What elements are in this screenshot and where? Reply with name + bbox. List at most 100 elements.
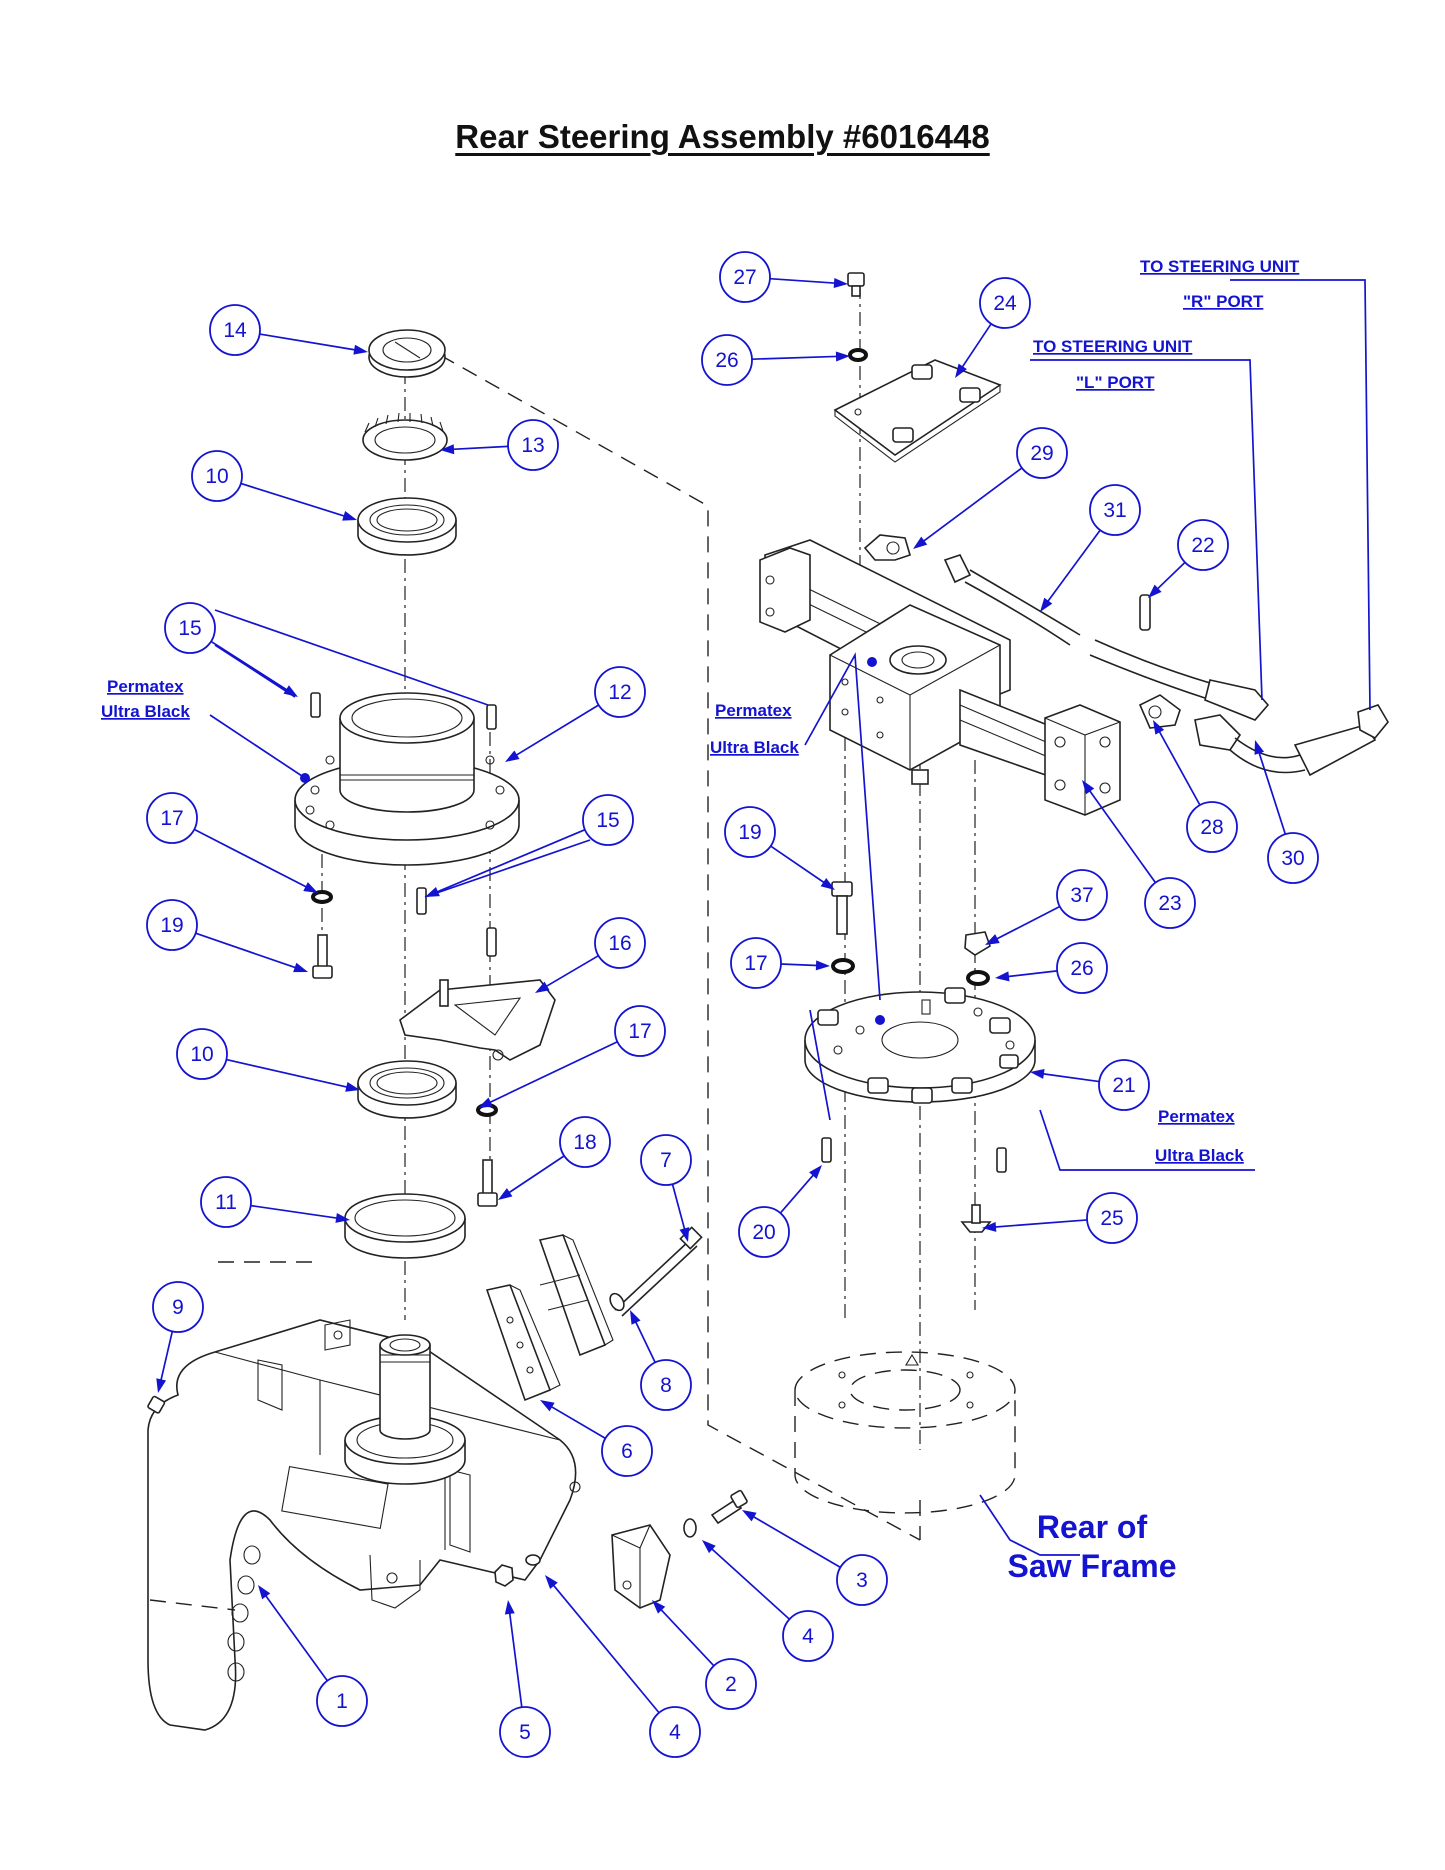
leader-line-c15a: [210, 640, 291, 693]
pointer-plate-part-16: [399, 979, 556, 1061]
callout-circle: [719, 251, 771, 303]
callout-c29: 29: [1016, 427, 1068, 479]
leader-line-c27: [769, 277, 839, 285]
callout-number: 37: [1070, 884, 1093, 907]
callout-circle: [191, 450, 243, 502]
callout-number: 13: [521, 434, 544, 457]
callout-c23: 23: [1144, 877, 1196, 929]
callout-c15b: 15: [582, 794, 634, 846]
grease-fitting-part-9: [147, 1395, 166, 1414]
callout-c17c: 17: [730, 937, 782, 989]
callout-circle: [1089, 484, 1141, 536]
leader-arrowhead-c7: [679, 1227, 690, 1242]
leader-arrowhead-c19b: [820, 877, 835, 890]
leader-line-c18: [505, 1155, 565, 1196]
page-title: Rear Steering Assembly #6016448: [455, 118, 990, 155]
callout-number: 26: [715, 349, 738, 372]
leader-arrowhead-c4a: [702, 1540, 716, 1554]
callout-circle: [594, 917, 646, 969]
leader-arrowhead-c20: [809, 1165, 822, 1179]
callout-c3: 3: [836, 1554, 888, 1606]
callout-number: 10: [205, 465, 228, 488]
callout-number: 9: [172, 1296, 184, 1319]
callout-number: 27: [733, 266, 756, 289]
callout-c10b: 10: [176, 1028, 228, 1080]
callout-circle: [1144, 877, 1196, 929]
callout-circle: [594, 666, 646, 718]
callout-circle: [499, 1706, 551, 1758]
callout-c4a: 4: [782, 1610, 834, 1662]
callout-circle: [782, 1610, 834, 1662]
callout-c18: 18: [559, 1116, 611, 1168]
callout-c15a: 15: [164, 602, 216, 654]
leader-line-c37: [993, 905, 1061, 942]
leader-line-c30: [1257, 749, 1287, 835]
leader-arrowhead-c15b: [425, 886, 440, 897]
leader-line-c23: [1087, 787, 1157, 884]
leader-line-c28: [1157, 728, 1201, 806]
callout-circle: [200, 1176, 252, 1228]
callout-circle: [1267, 832, 1319, 884]
callout-circle: [176, 1028, 228, 1080]
hose-fitting-part-30: [1194, 704, 1389, 777]
callout-circle: [614, 1005, 666, 1057]
leader-line-c19b: [770, 845, 828, 886]
flat-head-bolt-part-25: [960, 1204, 992, 1233]
callout-circle: [1016, 427, 1068, 479]
callout-circle: [146, 792, 198, 844]
callout-c21: 21: [1098, 1059, 1150, 1111]
leader-arrowhead-c10b: [345, 1082, 360, 1092]
callout-circle: [1056, 869, 1108, 921]
mounting-plate-part-21: [804, 987, 1036, 1104]
leader-arrowhead-c1: [258, 1585, 271, 1600]
leader-arrowhead-c17a: [303, 882, 318, 893]
callout-c10a: 10: [191, 450, 243, 502]
callout-number: 6: [621, 1440, 633, 1463]
callout-c9: 9: [152, 1281, 204, 1333]
leader-line-c21: [1039, 1072, 1100, 1083]
callout-circle: [146, 899, 198, 951]
clamp-blocks-part-6: [485, 1234, 614, 1402]
callout-number: 4: [669, 1721, 681, 1744]
leader-line-c4a: [708, 1546, 791, 1620]
callout-number: 20: [752, 1221, 775, 1244]
nut-part-5: [494, 1564, 514, 1587]
steering-cylinder-part-23: [759, 539, 1121, 816]
note-permatex-mid-line2: Ultra Black: [710, 738, 799, 757]
callout-c24: 24: [979, 277, 1031, 329]
callout-c19a: 19: [146, 899, 198, 951]
leader-line-c13: [449, 445, 509, 451]
leader-line-c20: [779, 1172, 817, 1214]
leader-line-c24: [959, 323, 992, 371]
callout-circle: [601, 1425, 653, 1477]
callout-c30: 30: [1267, 832, 1319, 884]
callout-circle: [649, 1706, 701, 1758]
note-permatex-left-line1: Permatex: [107, 677, 184, 696]
bolt-part-37: [964, 931, 991, 956]
leader-line-c2: [658, 1606, 715, 1667]
leader-line-c7: [671, 1183, 687, 1233]
leader-line-c25: [991, 1219, 1088, 1229]
callout-circle: [1098, 1059, 1150, 1111]
callout-c27: 27: [719, 251, 771, 303]
callout-c25: 25: [1086, 1192, 1138, 1244]
callout-number: 28: [1200, 816, 1223, 839]
leader-arrowhead-c26a: [835, 351, 850, 362]
callout-c37: 37: [1056, 869, 1108, 921]
callout-number: 8: [660, 1374, 672, 1397]
note-steering-l-line1: TO STEERING UNIT: [1033, 337, 1193, 356]
leader-line-c10a: [240, 482, 348, 518]
callout-leaders: [156, 277, 1287, 1714]
callout-c13: 13: [507, 419, 559, 471]
leader-line-c10b: [226, 1058, 351, 1089]
callout-number: 23: [1158, 892, 1181, 915]
caster-yoke-part-1: [147, 1319, 581, 1731]
sealant-dots: [300, 657, 885, 1025]
elbow-fitting-part-29: [863, 534, 911, 561]
callout-number: 11: [215, 1191, 237, 1214]
callout-circle: [1086, 1192, 1138, 1244]
leader-arrowhead-c11: [335, 1213, 350, 1223]
note-steering-r-line1: TO STEERING UNIT: [1140, 257, 1300, 276]
leader-arrowhead-c9: [156, 1378, 167, 1393]
